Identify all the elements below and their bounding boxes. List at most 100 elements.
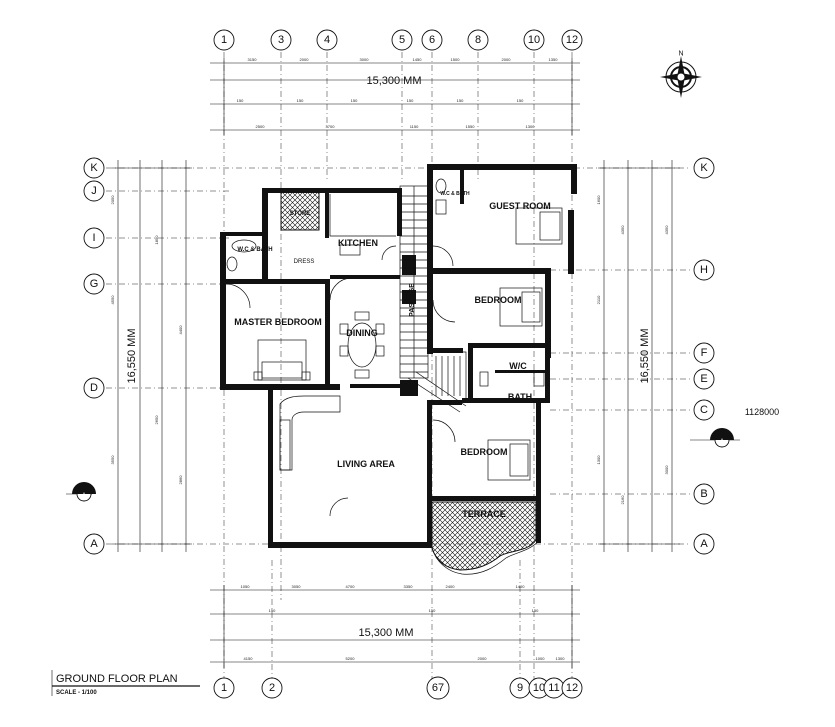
grid-bubble-label: 12	[566, 682, 578, 694]
exterior-and-interior-walls	[220, 164, 577, 548]
svg-text:150: 150	[517, 98, 524, 103]
section-marker-left-label: A	[82, 493, 86, 499]
room-label-bedroom-2: BEDROOM	[461, 447, 508, 457]
svg-text:3000: 3000	[664, 465, 669, 475]
grid-bubble: A	[83, 533, 105, 555]
svg-text:2500: 2500	[256, 124, 266, 129]
drawing-title: GROUND FLOOR PLAN	[56, 673, 178, 685]
room-label-guest-room: GUEST ROOM	[489, 201, 551, 211]
room-label-wc: W/C	[509, 361, 527, 371]
room-label-passage: PASSAGE	[409, 283, 416, 317]
svg-text:150: 150	[351, 98, 358, 103]
grid-bubble-label: 8	[475, 34, 481, 46]
grid-bubble-label: 9	[517, 682, 523, 694]
grid-bubble: 1	[213, 677, 235, 699]
grid-bubble: C	[693, 399, 715, 421]
svg-text:2000: 2000	[478, 656, 488, 661]
grid-bubble-label: A	[90, 538, 98, 550]
svg-text:1550: 1550	[466, 124, 476, 129]
grid-bubble-label: 10	[528, 34, 540, 46]
grid-bubble-label: 5	[399, 34, 405, 46]
svg-text:2400: 2400	[446, 584, 456, 589]
grid-bubbles-right: K H FEC B A	[693, 157, 715, 555]
grid-bubble-label: 4	[324, 34, 330, 46]
svg-text:2000: 2000	[502, 57, 512, 62]
svg-text:150: 150	[269, 608, 276, 613]
reference-number: 1128000	[745, 407, 779, 417]
grid-bubble-label: A	[700, 538, 708, 550]
room-label-bedroom-1: BEDROOM	[475, 295, 522, 305]
room-label-wc-bath-1: W.C & BATH	[237, 247, 272, 253]
grid-bubble-label: 1	[221, 682, 227, 694]
right-dimension-strings: 1600 2110 1300 4350 2160 4350 3000	[596, 160, 680, 552]
svg-text:1150: 1150	[410, 124, 419, 129]
title-block: GROUND FLOOR PLAN SCALE - 1/100	[51, 670, 200, 696]
grid-bubble: 9	[509, 677, 531, 699]
svg-text:4150: 4150	[244, 656, 254, 661]
svg-text:1350: 1350	[549, 57, 559, 62]
grid-bubble: E	[693, 368, 715, 390]
room-label-bath: BATH	[508, 392, 532, 402]
svg-text:1400: 1400	[516, 584, 526, 589]
grid-bubble: 12	[561, 29, 583, 51]
north-arrow-icon: N	[660, 51, 702, 98]
grid-bubble: F	[693, 342, 715, 364]
svg-text:1300: 1300	[596, 455, 601, 465]
svg-text:1450: 1450	[413, 57, 423, 62]
svg-text:150: 150	[532, 608, 539, 613]
grid-bubble: B	[693, 483, 715, 505]
grid-bubble: I	[83, 227, 105, 249]
section-marker-right-label: A	[720, 439, 724, 445]
room-label-wc-bath-2: W.C & BATH	[440, 191, 470, 197]
svg-text:1050: 1050	[241, 584, 251, 589]
svg-text:150: 150	[457, 98, 464, 103]
drawing-scale: SCALE - 1/100	[56, 690, 97, 696]
overall-depth-label-left: 16,550 MM	[126, 328, 138, 383]
grid-bubble-label: 3	[278, 34, 284, 46]
grid-bubble: 1	[213, 29, 235, 51]
grid-bubble: J	[83, 180, 105, 202]
svg-text:4350: 4350	[664, 225, 669, 235]
grid-bubble-label: 67	[432, 682, 444, 694]
structural-grid-lines	[106, 52, 690, 688]
svg-text:3050: 3050	[292, 584, 302, 589]
grid-bubble: 11	[543, 677, 565, 699]
store-hatch	[280, 191, 320, 231]
svg-text:3700: 3700	[326, 124, 336, 129]
svg-text:150: 150	[297, 98, 304, 103]
svg-text:1500: 1500	[451, 57, 461, 62]
svg-text:2110: 2110	[596, 295, 601, 304]
grid-bubble-label: 2	[269, 682, 275, 694]
staircase	[399, 185, 467, 413]
grid-bubble: 5	[391, 29, 413, 51]
overall-width-label-top: 15,300 MM	[366, 75, 421, 87]
section-marker-left: A	[66, 482, 96, 502]
grid-bubble: D	[83, 377, 105, 399]
svg-text:1300: 1300	[526, 124, 536, 129]
grid-bubble-label: J	[91, 185, 97, 197]
svg-text:3000: 3000	[360, 57, 370, 62]
section-marker-right: A	[690, 428, 740, 448]
overall-width-label-bottom: 15,300 MM	[358, 627, 413, 639]
svg-text:3350: 3350	[404, 584, 414, 589]
svg-text:1600: 1600	[596, 195, 601, 205]
grid-bubble: G	[83, 273, 105, 295]
left-dimension-strings: 2050 4550 3550 1850 2650 4400 2860	[110, 160, 192, 552]
grid-bubble-label: K	[700, 162, 708, 174]
grid-bubble-label: 12	[566, 34, 578, 46]
svg-text:4550: 4550	[110, 295, 115, 305]
grid-bubble-label: K	[90, 162, 98, 174]
svg-text:2860: 2860	[178, 475, 183, 485]
grid-bubble: 4	[316, 29, 338, 51]
grid-bubble: 12	[561, 677, 583, 699]
grid-bubble: K	[693, 157, 715, 179]
grid-bubble: K	[83, 157, 105, 179]
grid-bubble: H	[693, 259, 715, 281]
grid-bubble: 8	[467, 29, 489, 51]
svg-text:4700: 4700	[346, 584, 356, 589]
svg-text:1000: 1000	[536, 656, 546, 661]
svg-text:4400: 4400	[178, 325, 183, 335]
